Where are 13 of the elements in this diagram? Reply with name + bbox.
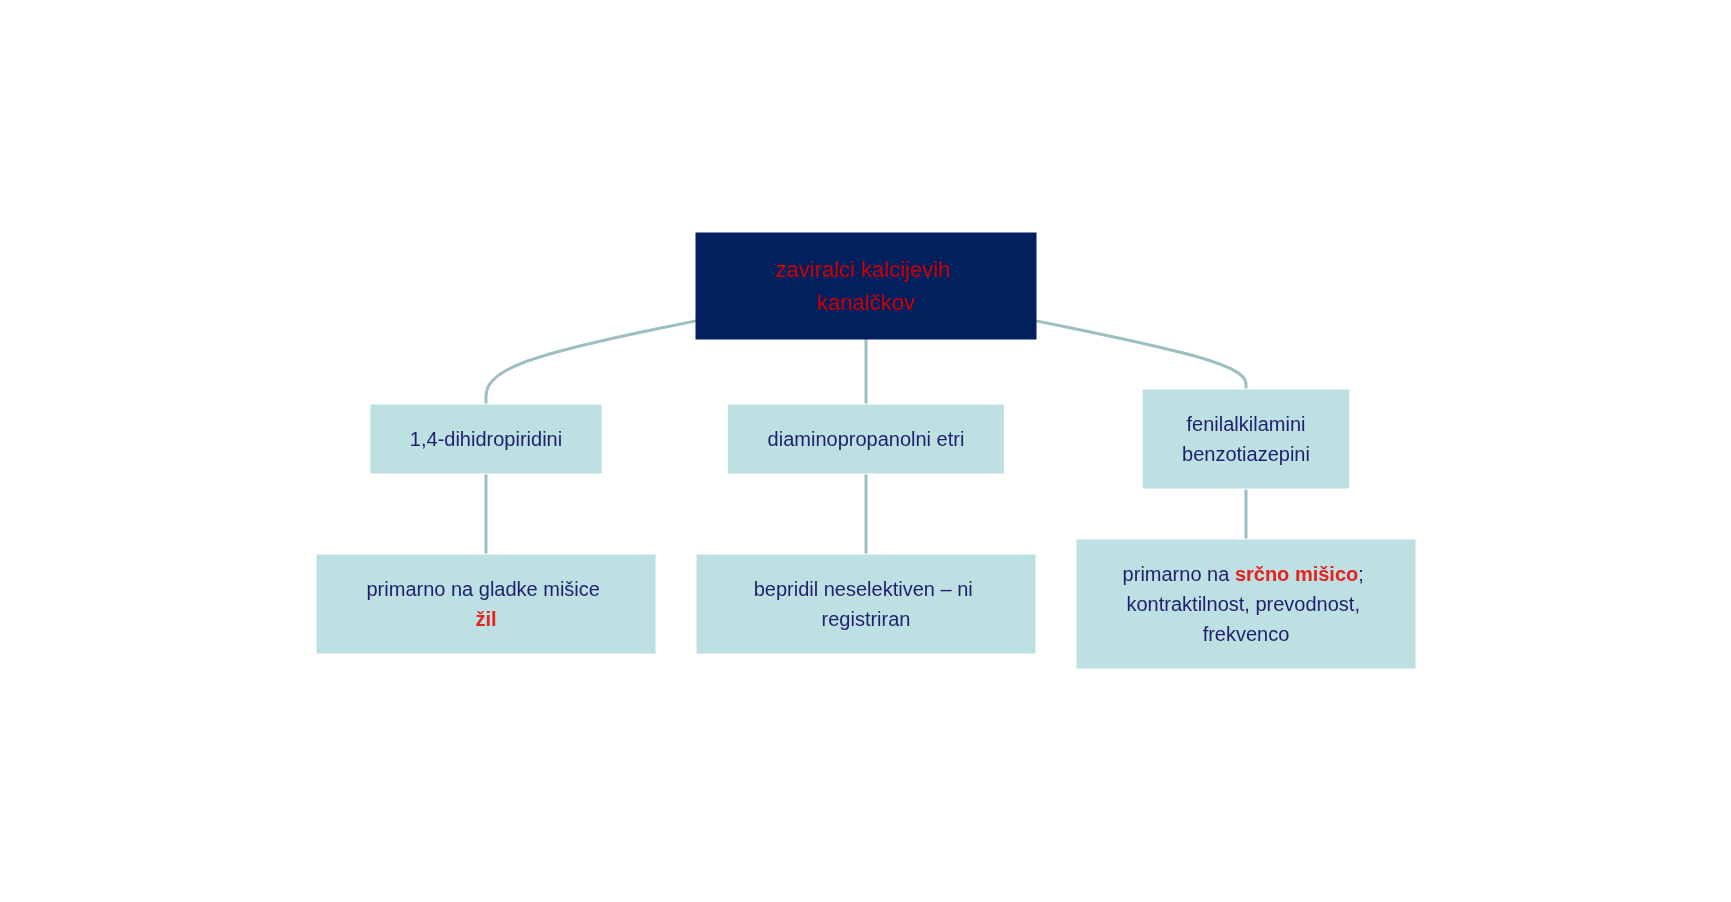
connector xyxy=(1244,489,1247,539)
connector xyxy=(484,474,487,554)
connector xyxy=(864,339,867,404)
connector xyxy=(864,474,867,554)
node-box: zaviralci kalcijevih kanalčkov xyxy=(695,232,1036,340)
connector xyxy=(484,319,696,404)
node-box: diaminopropanolni etri xyxy=(726,403,1005,475)
node-box: primarno na srčno mišico; kontraktilnost, prevodnost, frekvenco xyxy=(1075,538,1416,670)
node-box: fenilalkilamini benzotiazepini xyxy=(1141,388,1350,490)
node-box: bepridil neselektiven – ni registriran xyxy=(695,553,1036,655)
connector xyxy=(1035,319,1247,389)
node-box: primarno na gladke mišice žil xyxy=(315,553,656,655)
node-box: 1,4-dihidropiridini xyxy=(368,403,603,475)
